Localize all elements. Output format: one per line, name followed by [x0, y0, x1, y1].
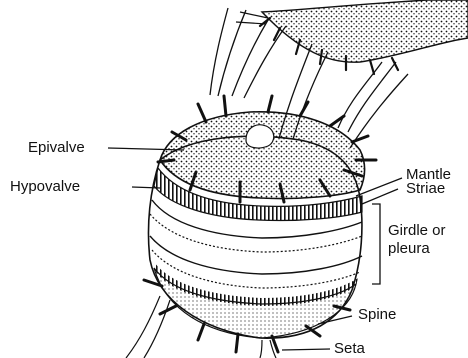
label-girdle: Girdle or pleura	[388, 222, 468, 258]
neighbor-cell	[236, 0, 468, 74]
label-seta: Seta	[334, 340, 365, 358]
diatom-cell	[148, 112, 364, 338]
label-spine: Spine	[358, 306, 396, 324]
label-girdle-line1: Girdle or	[388, 222, 468, 240]
girdle-bracket	[372, 204, 380, 284]
seta-leader	[282, 349, 330, 350]
label-epivalve: Epivalve	[28, 139, 85, 157]
label-striae: Striae	[406, 180, 445, 198]
label-hypovalve: Hypovalve	[10, 178, 80, 196]
label-girdle-line2: pleura	[388, 240, 468, 258]
